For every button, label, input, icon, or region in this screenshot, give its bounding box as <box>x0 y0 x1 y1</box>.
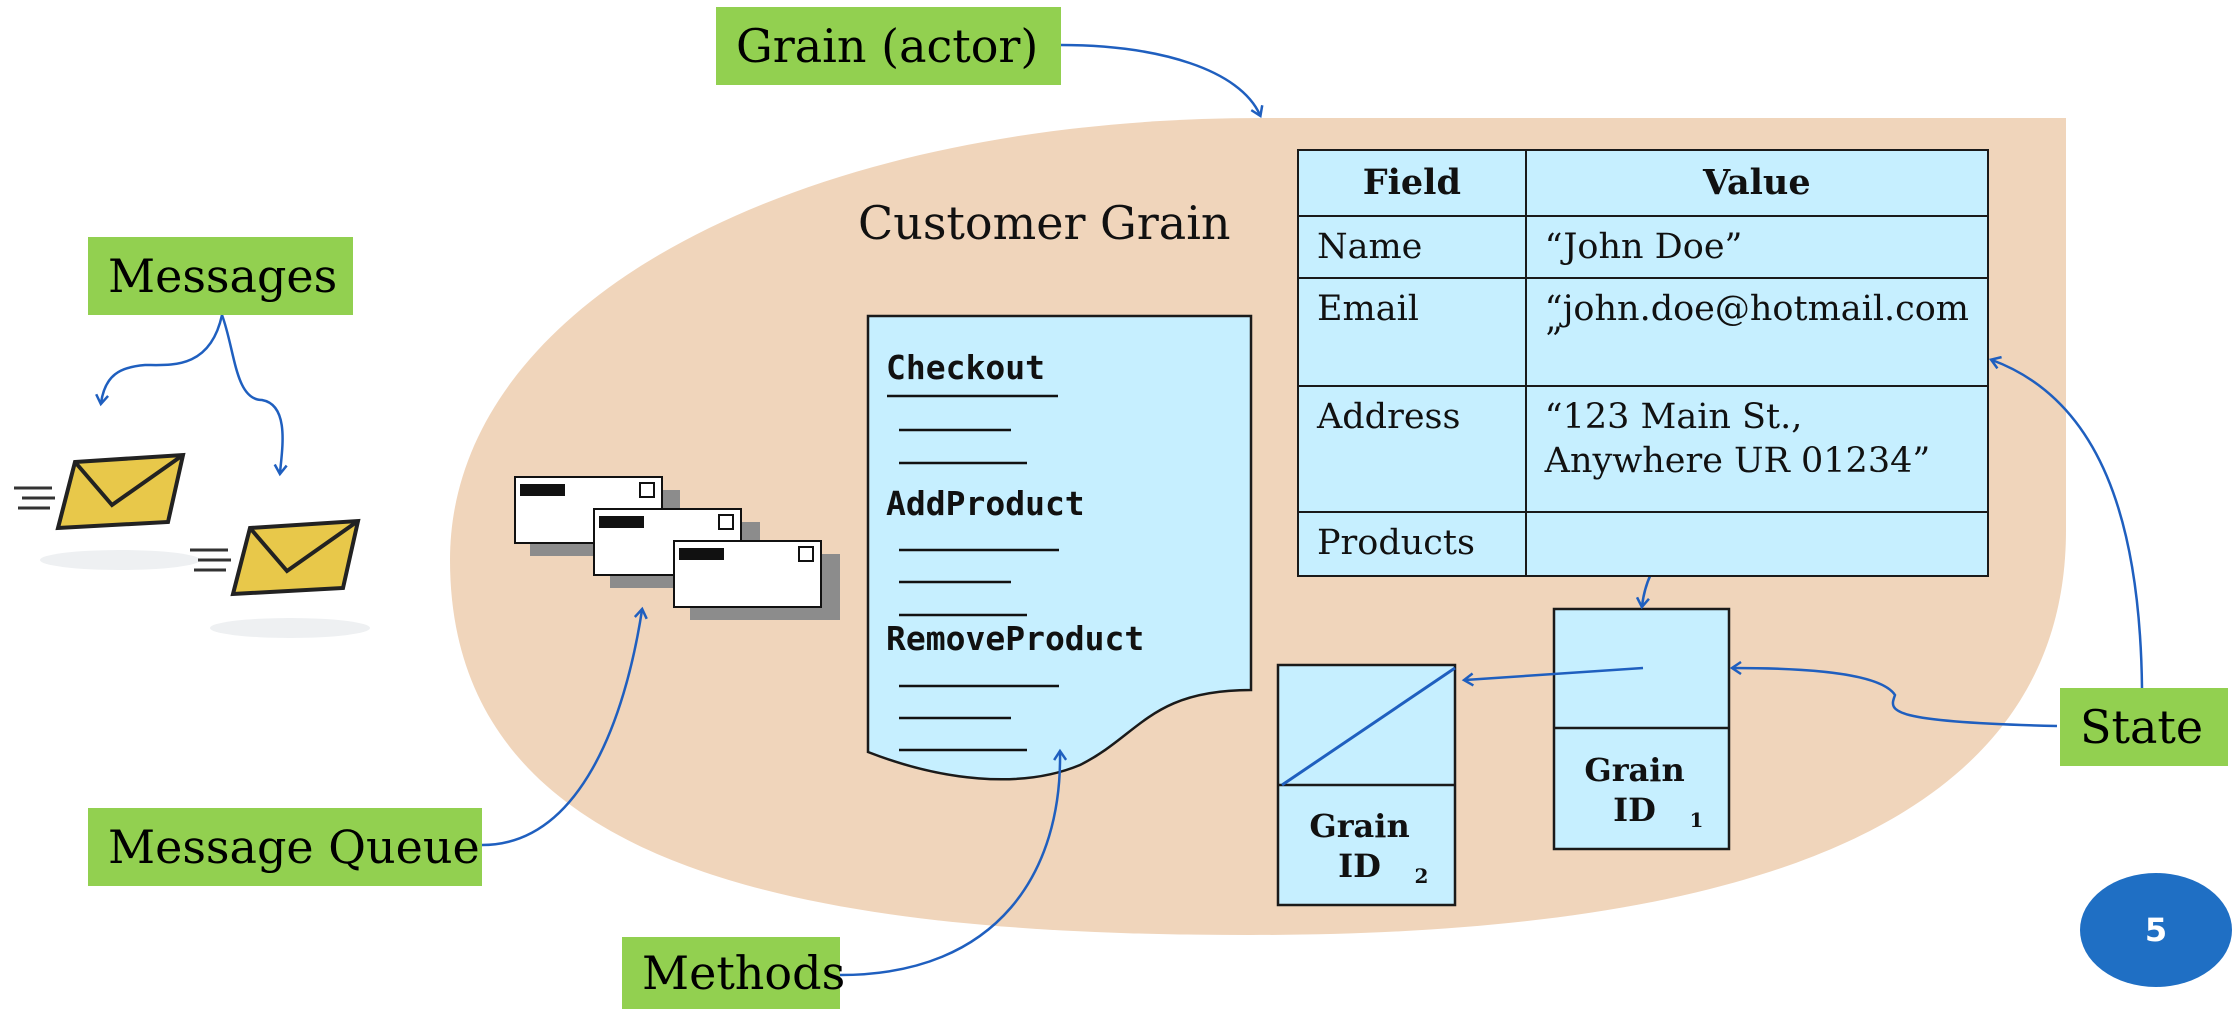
arrow-grain-link <box>1465 666 1644 680</box>
arrow-methods <box>839 752 1060 977</box>
field-products: Products <box>1297 511 1527 577</box>
table-row: Name “John Doe” <box>1297 215 1990 279</box>
method-removeproduct: RemoveProduct <box>886 619 1145 658</box>
method-underlines <box>887 394 1059 752</box>
arrow-message-queue <box>481 610 642 847</box>
arrow-messages-1 <box>101 314 224 403</box>
field-name: Name <box>1297 215 1527 279</box>
grain-id-2-sub: 2 <box>1414 864 1429 888</box>
value-address: “123 Main St., Anywhere UR 01234” <box>1524 385 1990 513</box>
methods-label: Methods <box>622 937 845 1009</box>
arrow-state-table <box>1992 360 2144 689</box>
table-row: Address “123 Main St., Anywhere UR 01234… <box>1297 385 1990 513</box>
connector-arrows <box>101 43 2144 977</box>
page-number-badge: 5 <box>2080 873 2232 987</box>
grain-box-1 <box>1552 607 1731 851</box>
header-value: Value <box>1524 149 1990 217</box>
queue-message-3 <box>673 540 840 620</box>
envelope-icon-1 <box>14 452 200 570</box>
header-field: Field <box>1297 149 1527 217</box>
arrow-messages-2 <box>220 314 283 473</box>
table-row: Email “john.doe@hotmail.com ” <box>1297 277 1990 387</box>
grain-id-1-sub: 1 <box>1689 808 1704 832</box>
table-row: Products <box>1297 511 1990 577</box>
state-table: Field Value Name “John Doe” Email “john.… <box>1297 149 1990 577</box>
method-checkout: Checkout <box>886 348 1045 387</box>
envelope-icon-2 <box>190 518 370 638</box>
state-table-header: Field Value <box>1297 149 1990 217</box>
value-products <box>1524 511 1990 577</box>
messages-label: Messages <box>88 237 353 315</box>
arrow-state-grain <box>1733 668 2058 728</box>
field-email: Email <box>1297 277 1527 387</box>
grain-title: Customer Grain <box>858 196 1231 250</box>
value-name: “John Doe” <box>1524 215 1990 279</box>
methods-document <box>866 314 1253 781</box>
state-label: State <box>2060 688 2228 766</box>
grain-actor-label: Grain (actor) <box>716 7 1061 85</box>
method-addproduct: AddProduct <box>886 484 1085 523</box>
grain-box-2 <box>1276 663 1457 907</box>
grain-id-2-text: Grain ID <box>1309 807 1410 885</box>
field-address: Address <box>1297 385 1527 513</box>
message-queue-label: Message Queue <box>88 808 482 886</box>
arrow-grain-actor <box>1059 43 1260 115</box>
value-email: “john.doe@hotmail.com ” <box>1524 277 1990 387</box>
grain-id-1-text: Grain ID <box>1584 751 1685 829</box>
